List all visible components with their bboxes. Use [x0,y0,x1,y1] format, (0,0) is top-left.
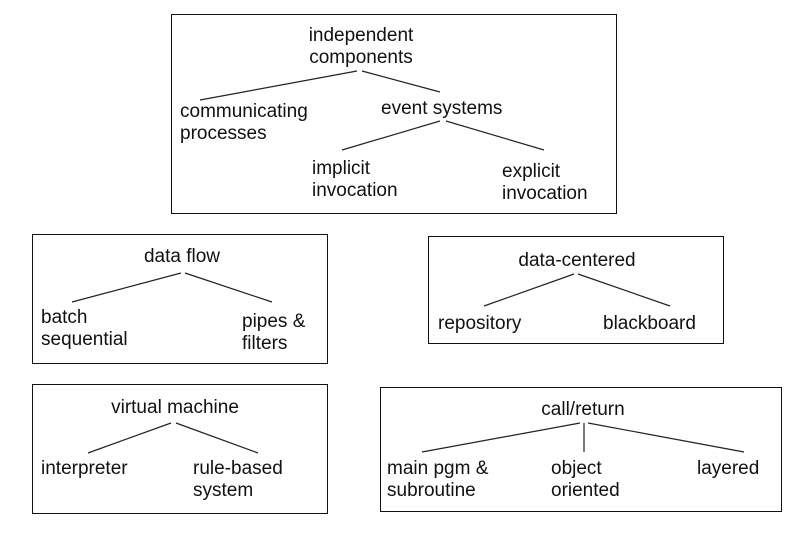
node-event-systems: event systems [381,98,503,119]
node-independent-components: independent components [308,25,414,68]
virtual-machine-box [32,384,328,514]
node-object-oriented: object oriented [551,458,620,501]
node-data-flow: data flow [143,246,221,267]
edge-vm-to-interpreter [87,422,172,454]
node-pipes-filters: pipes & filters [242,311,306,354]
edge-datacentered-to-blackboard [577,273,671,307]
edge-callreturn-to-main [421,422,581,453]
node-main-program-subroutine: main pgm & subroutine [387,458,489,501]
edge-event-to-explicit [445,120,545,151]
edge-independent-to-event-systems [361,70,441,93]
edge-dataflow-to-pipes [184,272,273,303]
node-data-centered: data-centered [518,250,636,271]
node-rule-based-system: rule-based system [193,458,283,501]
edge-independent-to-communicating [199,70,358,101]
node-call-return: call/return [541,399,625,420]
node-virtual-machine: virtual machine [111,397,239,418]
node-repository: repository [438,313,522,334]
node-communicating-processes: communicating processes [180,101,308,144]
node-interpreter: interpreter [41,458,128,479]
data-centered-box [428,236,724,344]
node-implicit-invocation: implicit invocation [312,158,398,201]
node-blackboard: blackboard [603,313,696,334]
independent-components-box [171,14,617,214]
node-explicit-invocation: explicit invocation [502,161,588,204]
node-layered: layered [697,458,760,479]
edge-datacentered-to-repository [483,273,575,307]
edge-callreturn-to-layered [587,422,745,453]
edge-dataflow-to-batch [71,272,182,303]
call-return-box [380,387,782,512]
node-batch-sequential: batch sequential [41,307,128,350]
edge-event-to-implicit [341,120,441,151]
edge-vm-to-rule-based [175,422,259,454]
